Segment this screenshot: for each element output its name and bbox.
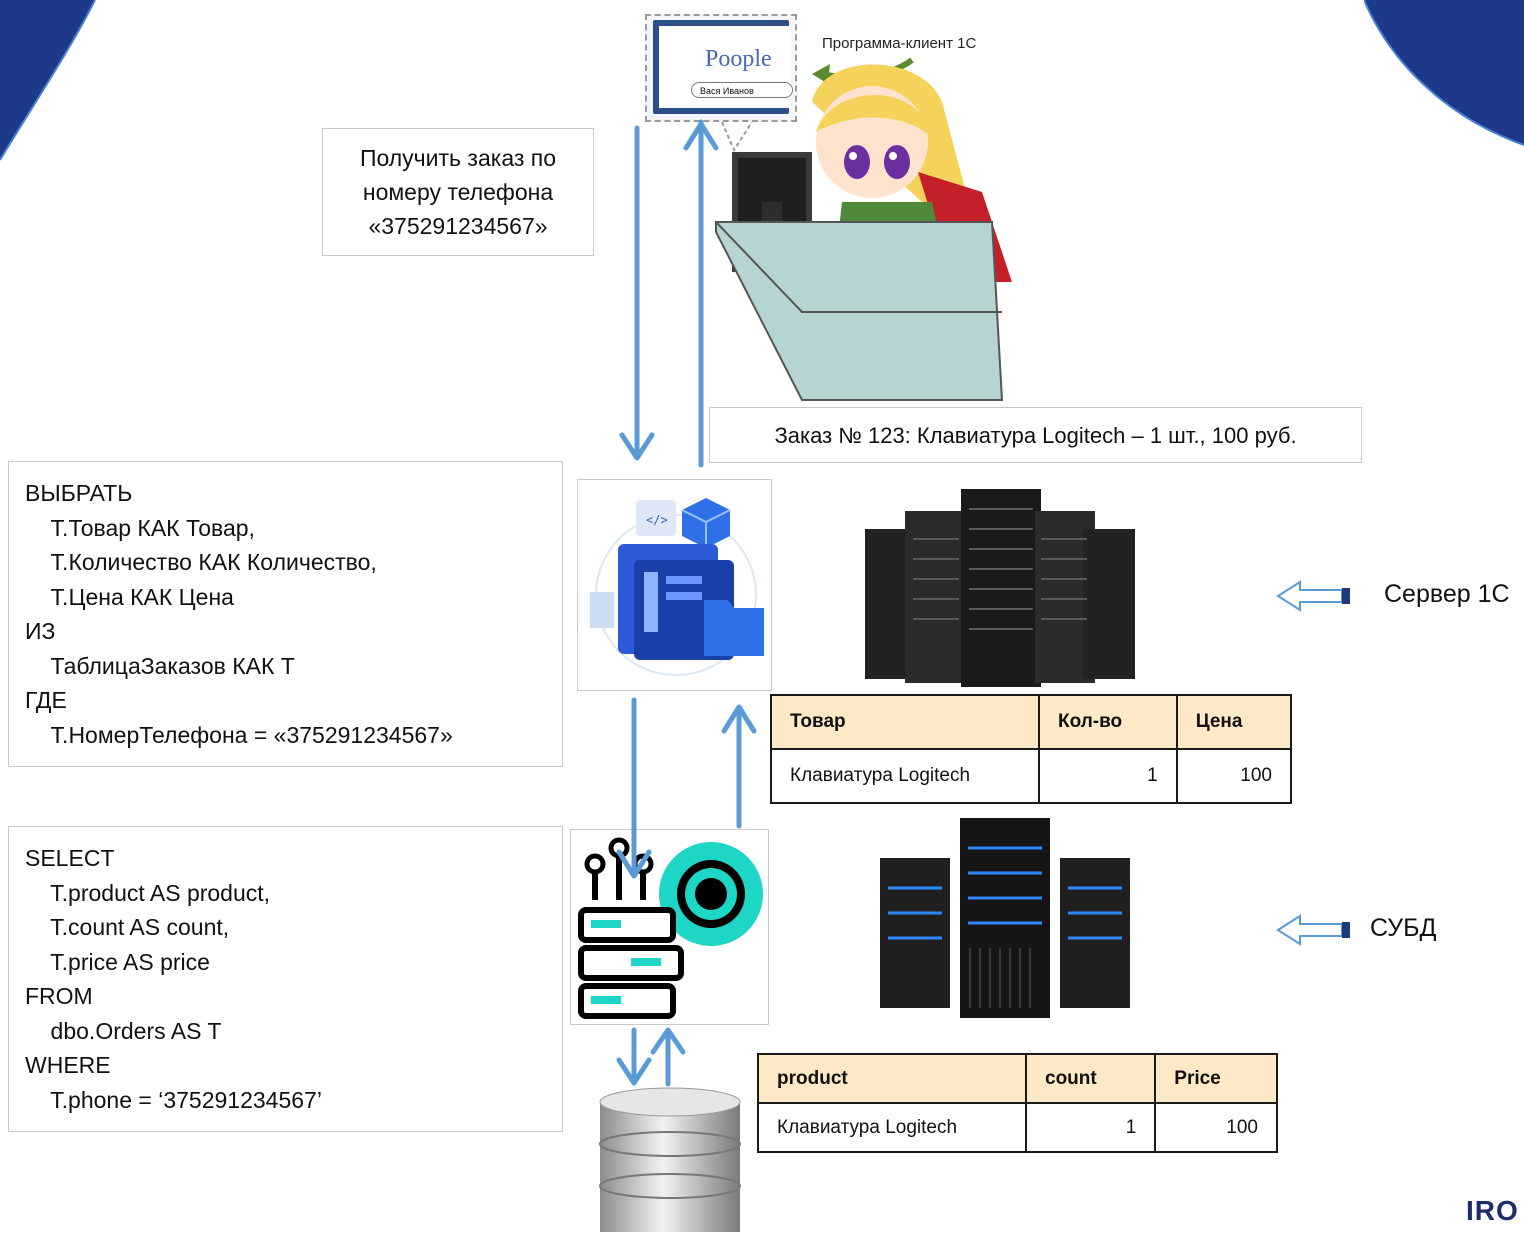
- table-cell: Клавиатура Logitech: [757, 1102, 1027, 1153]
- platform-1c-icon: </>: [577, 479, 772, 691]
- table-row: Клавиатура Logitech 1 100: [757, 1102, 1278, 1153]
- query-1c-box: ВЫБРАТЬ Т.Товар КАК Товар, Т.Количество …: [8, 461, 563, 767]
- query-sql-box: SELECT T.product AS product, T.count AS …: [8, 826, 563, 1132]
- speech-bubble-tail: [721, 121, 753, 153]
- dbms-engine-icon: [570, 829, 769, 1025]
- query-1c-line: ВЫБРАТЬ: [25, 480, 133, 506]
- request-note-line-1: Получить заказ по: [359, 145, 557, 171]
- query-sql-line: T.count AS count,: [25, 914, 230, 940]
- database-cylinder-icon: [599, 1087, 741, 1232]
- table-header-cell: count: [1024, 1053, 1157, 1104]
- client-search-value: Вася Иванов: [700, 86, 754, 96]
- query-sql-line: T.price AS price: [25, 948, 210, 975]
- client-window: Poople Вася Иванов: [645, 14, 797, 122]
- table-cell: 1: [1038, 748, 1178, 804]
- arrow-client-to-1c: [619, 125, 655, 461]
- query-1c-line: Т.Товар КАК Товар,: [25, 514, 255, 541]
- arrow-dbms-to-1c: [721, 704, 757, 829]
- client-search-input[interactable]: Вася Иванов: [691, 82, 793, 98]
- table-header-row: Товар Кол-во Цена: [770, 694, 1293, 750]
- request-note: Получить заказ по номеру телефона «37529…: [322, 128, 594, 256]
- client-window-title: Poople: [705, 46, 772, 72]
- table-row: Клавиатура Logitech 1 100: [770, 748, 1293, 804]
- query-1c-line: Т.Цена КАК Цена: [25, 583, 234, 610]
- dbms-pointer-arrow: [1276, 914, 1350, 946]
- arrow-engine-to-db: [616, 1027, 652, 1086]
- server-1c-label: Сервер 1С: [1384, 580, 1510, 608]
- request-note-line-3: «375291234567»: [368, 213, 548, 239]
- query-sql-line: T.product AS product,: [25, 879, 271, 906]
- result-table-1c: Товар Кол-во Цена Клавиатура Logitech 1 …: [770, 694, 1293, 804]
- brand-logo: IRO: [1466, 1195, 1519, 1226]
- server-1c-rack-icon: [865, 489, 1135, 687]
- database-gear-icon: [578, 837, 763, 1019]
- dbms-label: СУБД: [1370, 914, 1437, 942]
- application-window-icon: </>: [590, 498, 764, 676]
- table-header-cell: Price: [1154, 1053, 1278, 1104]
- corner-arc-left: [0, 0, 96, 161]
- dbms-server-rack-icon: [880, 818, 1130, 1018]
- client-caption: Программа-клиент 1С: [822, 35, 977, 52]
- query-sql-line: SELECT: [25, 845, 115, 871]
- table-header-row: product count Price: [757, 1053, 1278, 1104]
- query-sql-line: dbo.Orders AS T: [25, 1017, 222, 1044]
- query-sql-line: FROM: [25, 983, 93, 1009]
- corner-arc-right: [1364, 0, 1524, 146]
- table-header-cell: product: [757, 1053, 1027, 1104]
- query-sql-line: T.phone = ‘375291234567’: [25, 1086, 322, 1113]
- query-1c-line: ИЗ: [25, 618, 56, 644]
- query-1c-line: ТаблицаЗаказов КАК Т: [25, 652, 295, 679]
- svg-text:</>: </>: [646, 513, 668, 527]
- query-1c-line: Т.НомерТелефона = «375291234567»: [25, 721, 453, 748]
- result-table-sql: product count Price Клавиатура Logitech …: [757, 1053, 1278, 1153]
- table-cell: 1: [1024, 1102, 1157, 1153]
- table-cell: 100: [1175, 748, 1293, 804]
- table-header-cell: Кол-во: [1038, 694, 1178, 750]
- operator-illustration: [715, 64, 1012, 401]
- server-1c-pointer-arrow: [1276, 580, 1350, 612]
- query-sql-line: WHERE: [25, 1052, 111, 1078]
- arrow-db-to-engine: [650, 1027, 686, 1087]
- table-cell: 100: [1154, 1102, 1278, 1153]
- response-note: Заказ № 123: Клавиатура Logitech – 1 шт.…: [709, 407, 1362, 463]
- query-1c-line: Т.Количество КАК Количество,: [25, 549, 377, 575]
- table-header-cell: Цена: [1175, 694, 1293, 750]
- request-note-line-2: номеру телефона: [362, 179, 554, 205]
- query-1c-line: ГДЕ: [25, 687, 67, 713]
- table-header-cell: Товар: [770, 694, 1040, 750]
- table-cell: Клавиатура Logitech: [770, 748, 1040, 804]
